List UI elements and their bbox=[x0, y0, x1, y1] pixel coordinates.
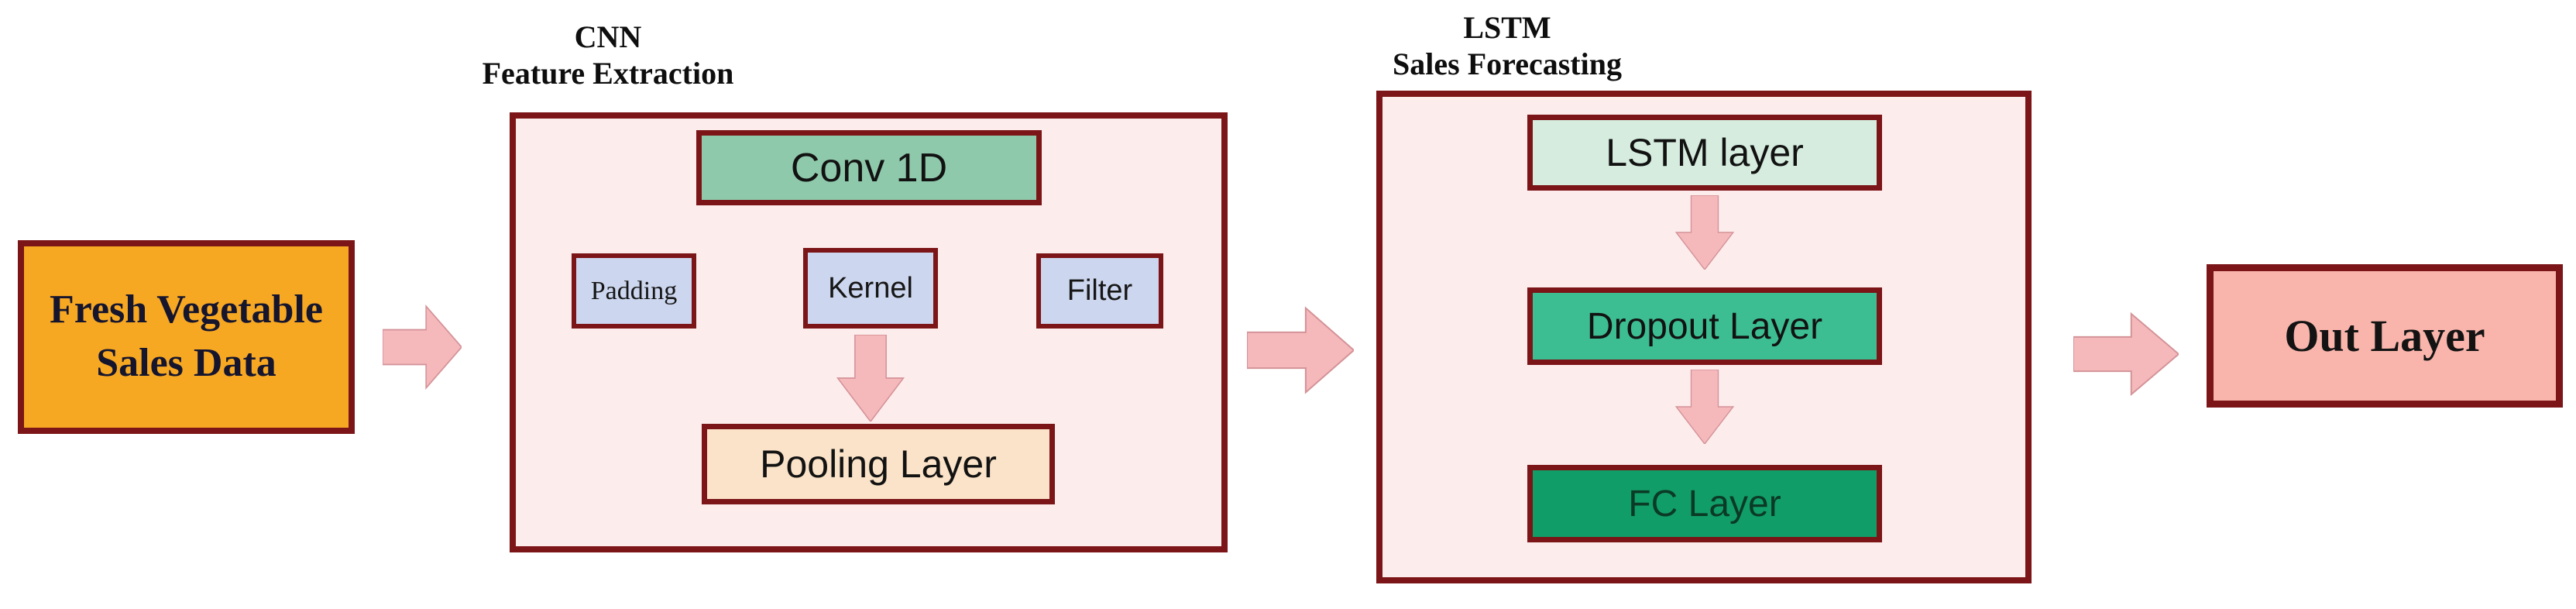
conv1d-box: Conv 1D bbox=[696, 130, 1042, 205]
padding-box: Padding bbox=[572, 253, 696, 329]
arrow-lstm-to-dropout-icon bbox=[1674, 195, 1735, 270]
input-data-label-line2: Sales Data bbox=[96, 341, 276, 385]
lstm-section-title: LSTM Sales Forecasting bbox=[1329, 9, 1685, 82]
input-data-box: Fresh Vegetable Sales Data bbox=[18, 240, 355, 434]
arrow-dropout-to-fc-icon bbox=[1674, 370, 1735, 444]
input-data-label-line1: Fresh Vegetable bbox=[50, 287, 323, 332]
lstm-layer-box: LSTM layer bbox=[1527, 115, 1882, 191]
kernel-box: Kernel bbox=[803, 248, 938, 329]
dropout-layer-label: Dropout Layer bbox=[1586, 305, 1823, 347]
filter-box: Filter bbox=[1036, 253, 1163, 329]
lstm-title-line2: Sales Forecasting bbox=[1393, 46, 1622, 82]
arrow-cnn-to-lstm-icon bbox=[1247, 306, 1354, 394]
padding-label: Padding bbox=[590, 276, 678, 305]
kernel-label: Kernel bbox=[828, 271, 913, 304]
fc-layer-label: FC Layer bbox=[1628, 483, 1781, 525]
pooling-layer-box: Pooling Layer bbox=[702, 424, 1055, 504]
cnn-section-title: CNN Feature Extraction bbox=[434, 19, 782, 91]
lstm-layer-label: LSTM layer bbox=[1606, 131, 1804, 174]
arrow-kernel-to-pooling-icon bbox=[836, 335, 905, 421]
pooling-layer-label: Pooling Layer bbox=[760, 442, 997, 486]
filter-label: Filter bbox=[1066, 274, 1133, 307]
out-layer-label: Out Layer bbox=[2284, 311, 2485, 361]
out-layer-box: Out Layer bbox=[2207, 264, 2563, 408]
cnn-title-line2: Feature Extraction bbox=[482, 56, 734, 91]
lstm-title-line1: LSTM bbox=[1463, 10, 1551, 45]
fc-layer-box: FC Layer bbox=[1527, 465, 1882, 542]
arrow-input-to-cnn-icon bbox=[383, 304, 462, 391]
dropout-layer-box: Dropout Layer bbox=[1527, 287, 1882, 365]
arrow-lstm-to-output-icon bbox=[2073, 311, 2179, 397]
cnn-title-line1: CNN bbox=[574, 19, 642, 54]
conv1d-label: Conv 1D bbox=[790, 145, 948, 191]
